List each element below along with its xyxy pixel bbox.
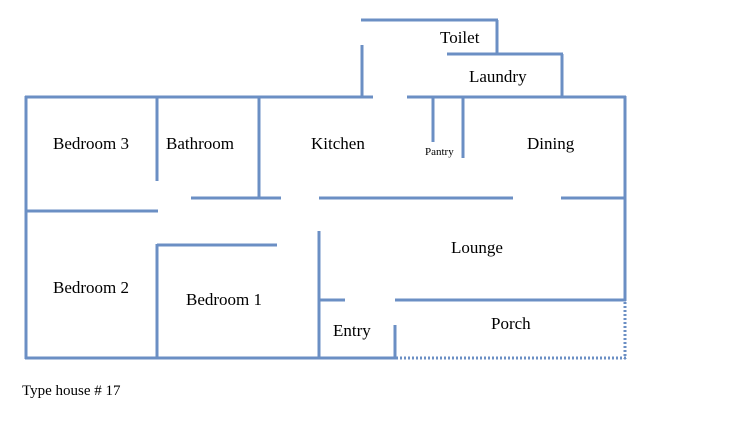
room-labels: Toilet Laundry Bedroom 3 Bathroom Kitche… bbox=[53, 28, 575, 340]
room-label-toilet: Toilet bbox=[440, 28, 480, 47]
room-label-bathroom: Bathroom bbox=[166, 134, 234, 153]
room-label-entry: Entry bbox=[333, 321, 371, 340]
room-label-kitchen: Kitchen bbox=[311, 134, 365, 153]
room-label-bedroom1: Bedroom 1 bbox=[186, 290, 262, 309]
plan-caption: Type house # 17 bbox=[22, 383, 121, 399]
room-label-bedroom2: Bedroom 2 bbox=[53, 278, 129, 297]
room-label-bedroom3: Bedroom 3 bbox=[53, 134, 129, 153]
room-label-porch: Porch bbox=[491, 314, 531, 333]
room-label-laundry: Laundry bbox=[469, 67, 527, 86]
room-label-dining: Dining bbox=[527, 134, 575, 153]
room-label-pantry: Pantry bbox=[425, 146, 454, 158]
room-label-lounge: Lounge bbox=[451, 238, 503, 257]
walls bbox=[24, 18, 627, 360]
